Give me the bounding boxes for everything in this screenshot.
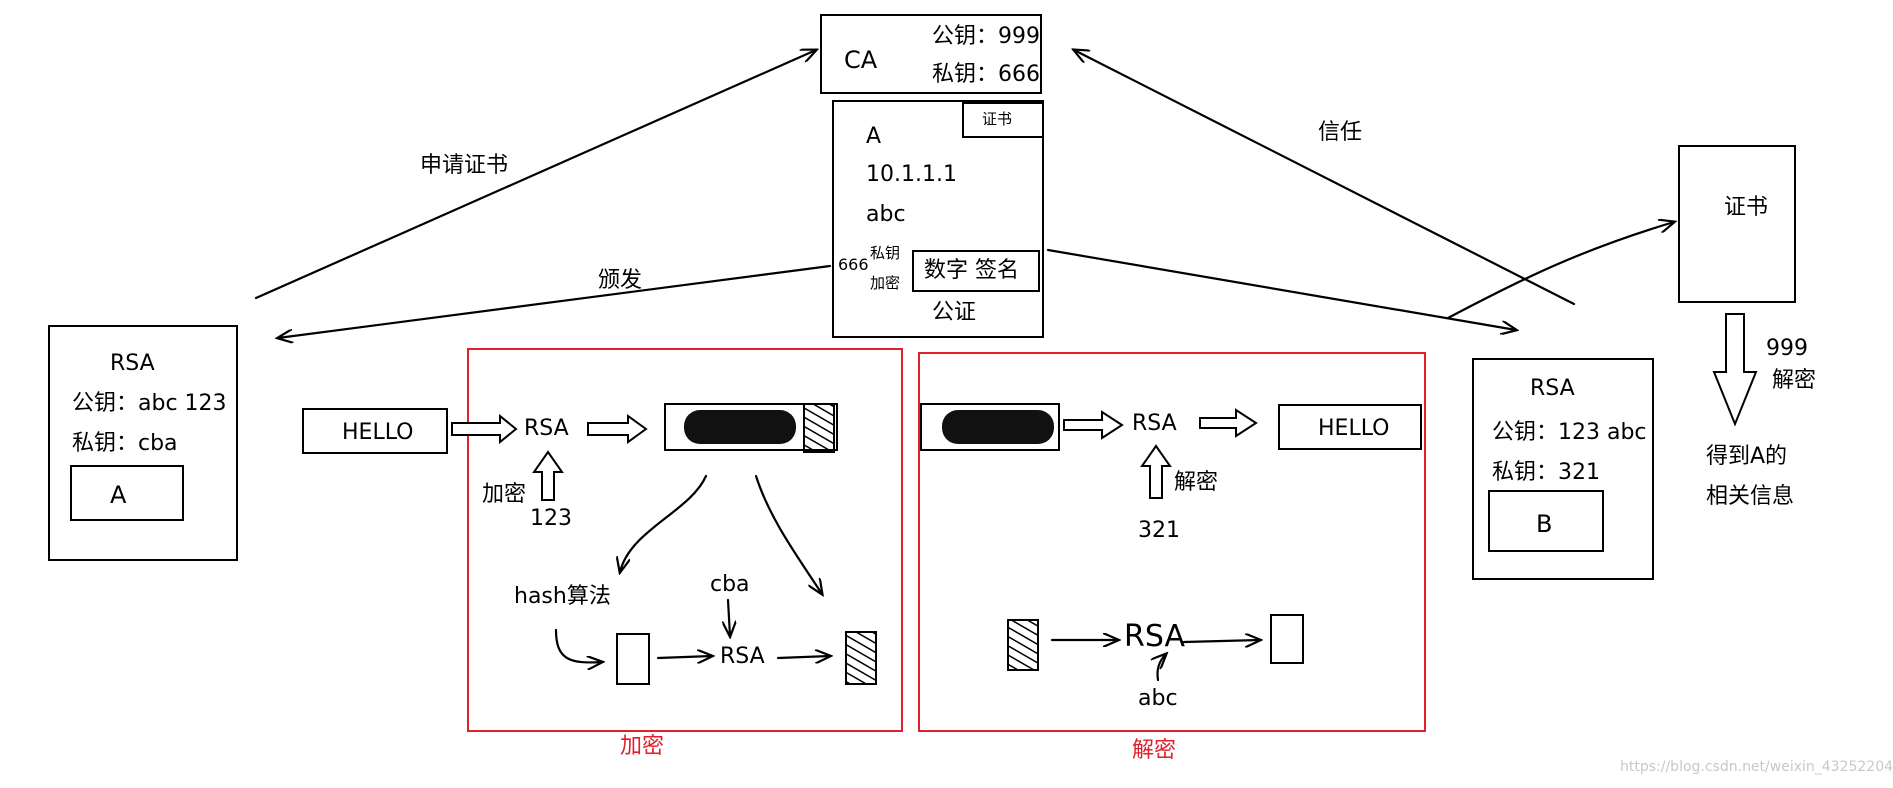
sign-key-label: cba bbox=[710, 572, 750, 597]
party-a-name-box: A bbox=[70, 465, 184, 521]
encrypt-key-label: 123 bbox=[530, 506, 572, 531]
party-b-private-key: 私钥：321 bbox=[1492, 460, 1600, 485]
ca-label: CA bbox=[844, 46, 878, 74]
encrypt-rsa-label: RSA bbox=[524, 416, 569, 441]
ciphertext-box bbox=[664, 403, 838, 451]
certificate-sign-key-label: 私钥 bbox=[870, 244, 901, 262]
decrypt-rsa-label: RSA bbox=[1132, 411, 1177, 436]
certificate-box: 证书 A 10.1.1.1 abc 666 私钥 加密 数字 签名 公证 bbox=[832, 100, 1044, 338]
decrypt-rsa2-label: RSA bbox=[1124, 619, 1185, 654]
party-b-name-box: B bbox=[1488, 490, 1604, 552]
rsa-to-hello-arrow bbox=[1199, 408, 1258, 438]
verify-key-label: abc bbox=[1138, 686, 1178, 711]
cipher-to-rsa-arrow bbox=[1063, 410, 1124, 440]
result-line-1: 得到A的 bbox=[1706, 444, 1788, 469]
send-certificate-arrow bbox=[1046, 248, 1516, 330]
certificate-caption: 公证 bbox=[932, 300, 977, 325]
certificate-decrypt-label: 解密 bbox=[1772, 368, 1817, 393]
ca-public-key-value: 999 bbox=[1766, 336, 1808, 361]
apply-certificate-label: 申请证书 bbox=[420, 153, 509, 178]
ca-box: CA 公钥：999 私钥：666 bbox=[820, 14, 1042, 94]
result-line-2: 相关信息 bbox=[1706, 484, 1795, 509]
decrypted-message-box: HELLO bbox=[1278, 404, 1422, 450]
decrypt-op-label: 解密 bbox=[1174, 470, 1219, 495]
ca-private-key: 私钥：666 bbox=[932, 62, 1040, 87]
decrypt-ciphertext-box bbox=[920, 403, 1060, 451]
hello-to-rsa-arrow bbox=[451, 413, 518, 445]
ca-public-key: 公钥：999 bbox=[932, 24, 1040, 49]
decrypted-message: HELLO bbox=[1318, 416, 1390, 441]
hash-to-digest-arrow bbox=[554, 628, 602, 662]
apply-arrow bbox=[254, 50, 816, 300]
forward-certificate-arrow bbox=[1446, 222, 1674, 320]
encrypt-panel-title: 加密 bbox=[620, 734, 665, 759]
encrypt-rsa2-label: RSA bbox=[720, 644, 765, 669]
decrypt-key-label: 321 bbox=[1138, 518, 1180, 543]
decrypt-panel bbox=[918, 352, 1426, 732]
rsa-to-signature-arrow bbox=[776, 656, 830, 658]
decrypt-panel-title: 解密 bbox=[1132, 738, 1177, 763]
trust-label: 信任 bbox=[1318, 120, 1363, 145]
certificate-tag: 证书 bbox=[962, 102, 1044, 138]
certificate-sign-op: 加密 bbox=[870, 274, 901, 292]
certificate-ip: 10.1.1.1 bbox=[866, 162, 957, 187]
digest-box bbox=[616, 633, 650, 685]
certificate-tag-label: 证书 bbox=[982, 110, 1013, 128]
encrypt-panel bbox=[467, 348, 903, 732]
party-b-public-key: 公钥：123 abc bbox=[1492, 420, 1647, 445]
party-b-algo: RSA bbox=[1530, 376, 1575, 401]
received-certificate-box: 证书 bbox=[1678, 145, 1796, 303]
digital-signature-label: 数字 签名 bbox=[924, 258, 1019, 283]
cba-to-rsa-arrow bbox=[728, 598, 730, 636]
party-b-name: B bbox=[1536, 510, 1553, 538]
signature-block-top bbox=[803, 403, 835, 453]
signature-block-encrypt bbox=[845, 631, 877, 685]
plaintext-label: HELLO bbox=[342, 420, 414, 445]
encrypt-op-label: 加密 bbox=[482, 482, 527, 507]
key-321-up-arrow bbox=[1140, 444, 1172, 499]
ciphertext-scribble bbox=[684, 410, 796, 444]
digital-signature-box: 数字 签名 bbox=[912, 250, 1040, 292]
party-b-box: RSA 公钥：123 abc 私钥：321 B bbox=[1472, 358, 1654, 580]
cert-decrypt-down-arrow bbox=[1712, 313, 1758, 427]
issue-arrow bbox=[278, 264, 832, 338]
cipher-copy-arrow bbox=[754, 474, 822, 594]
party-a-private-key: 私钥：cba bbox=[72, 431, 178, 456]
trust-arrow bbox=[1074, 50, 1576, 306]
rsa-to-cipher-arrow bbox=[587, 414, 648, 444]
party-a-name: A bbox=[110, 481, 127, 509]
issue-label: 颁发 bbox=[598, 268, 643, 293]
certificate-sign-key: 666 bbox=[838, 255, 869, 274]
decrypt-ciphertext-scribble bbox=[942, 410, 1054, 444]
abc-to-rsa-arrow bbox=[1157, 654, 1166, 682]
watermark: https://blog.csdn.net/weixin_43252204 bbox=[1620, 759, 1893, 775]
rsa-to-digest-arrow bbox=[1182, 640, 1260, 642]
certificate-public-key: abc bbox=[866, 202, 906, 227]
verified-digest-box bbox=[1270, 614, 1304, 664]
hash-arrow bbox=[620, 474, 708, 572]
hash-algorithm-label: hash算法 bbox=[514, 584, 611, 609]
plaintext-box: HELLO bbox=[302, 408, 448, 454]
key-123-up-arrow bbox=[532, 450, 564, 501]
party-a-algo: RSA bbox=[110, 351, 155, 376]
party-a-public-key: 公钥：abc 123 bbox=[72, 391, 227, 416]
digest-to-rsa-arrow bbox=[656, 656, 712, 658]
party-a-box: RSA 公钥：abc 123 私钥：cba A bbox=[48, 325, 238, 561]
certificate-owner: A bbox=[866, 124, 882, 149]
signature-block-decrypt bbox=[1007, 619, 1039, 671]
received-certificate-label: 证书 bbox=[1724, 195, 1769, 220]
